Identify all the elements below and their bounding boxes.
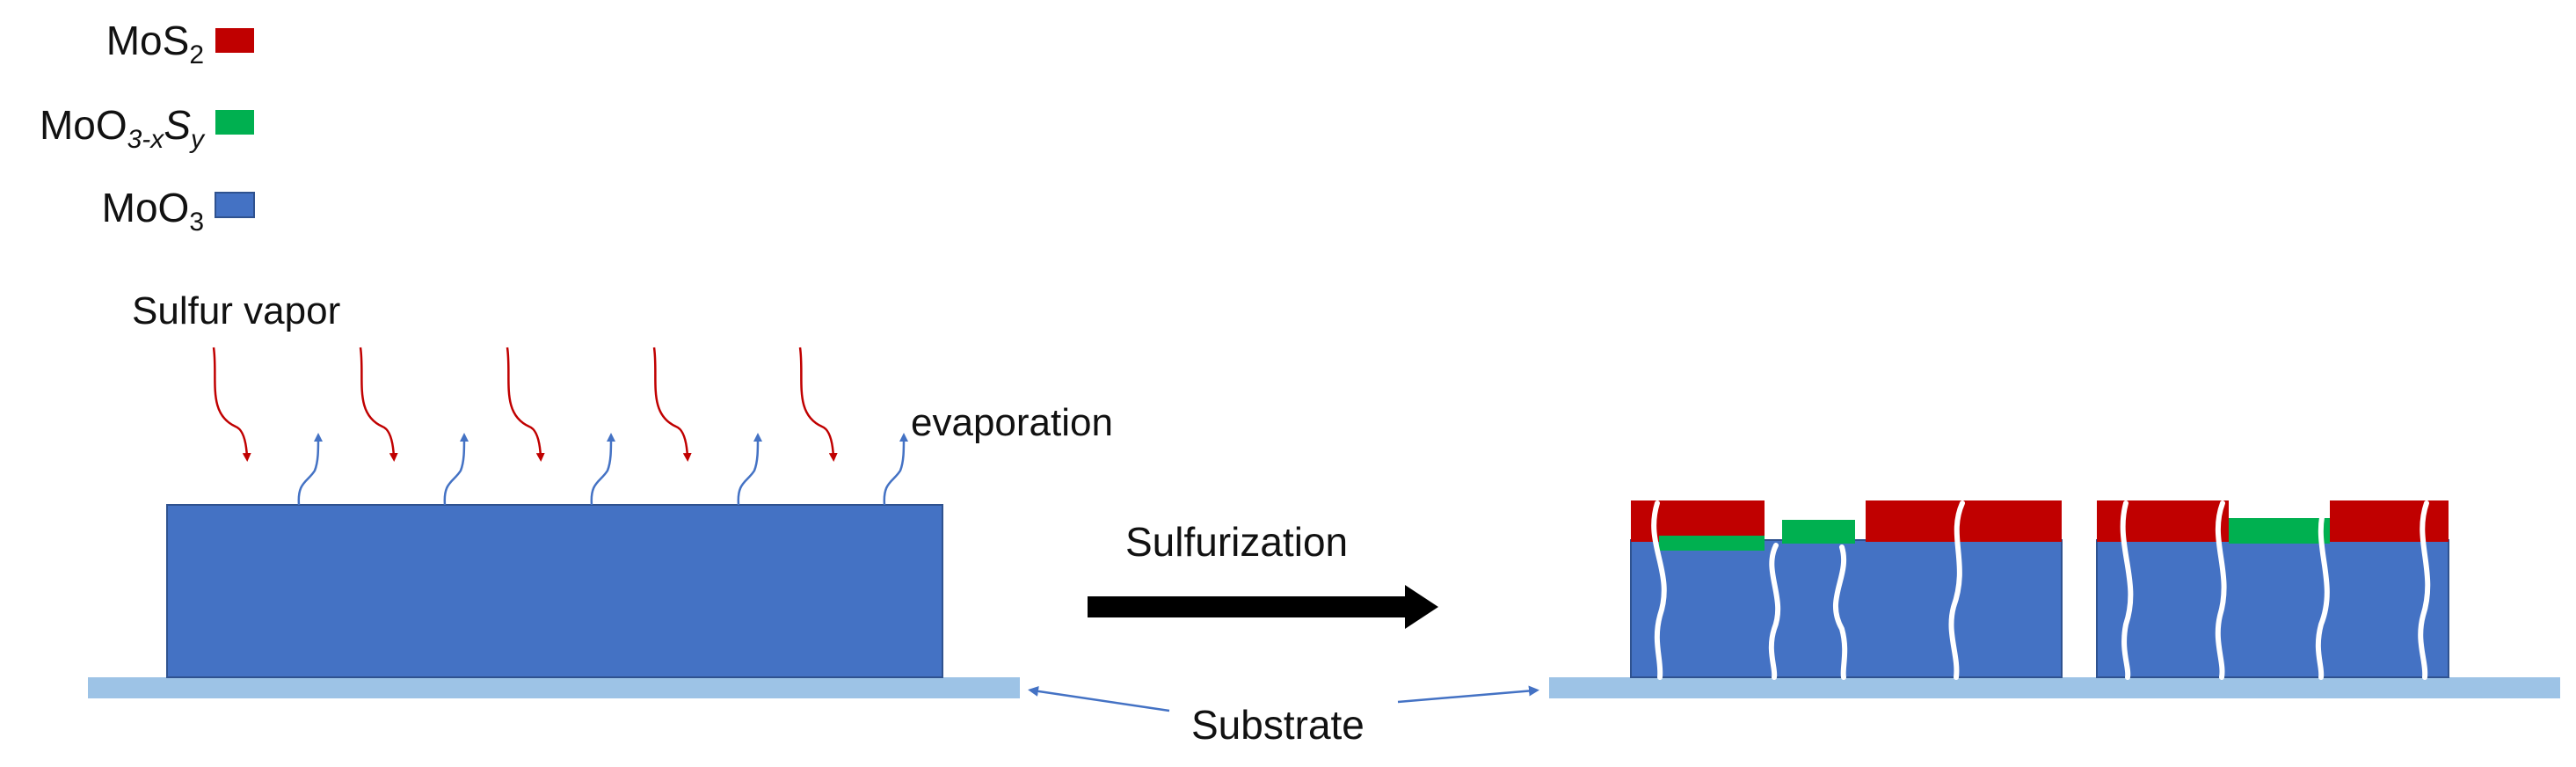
sulfur-arrow	[652, 347, 692, 462]
moo3-x-sy-layer	[2229, 518, 2330, 544]
left-substrate	[88, 677, 1020, 698]
crack-line	[2315, 500, 2330, 680]
crack-lines	[1651, 500, 1965, 680]
evaporation-arrow	[297, 433, 323, 506]
sulfurization-label: Sulfurization	[1125, 519, 1348, 565]
sulfur-vapor-arrows	[212, 347, 838, 462]
crack-lines	[2120, 500, 2431, 680]
right-substrate	[1549, 677, 2560, 698]
evaporation-arrow	[737, 433, 762, 506]
sulfur-arrow	[212, 347, 251, 462]
sulfurization-arrow	[1088, 585, 1438, 629]
mos2-layer	[1631, 500, 1765, 542]
crack-line	[2418, 500, 2431, 680]
evaporation-arrow	[883, 433, 908, 506]
sulfurized-block-2	[2096, 500, 2449, 680]
substrate-pointer-left	[1028, 685, 1170, 712]
evaporation-arrow	[443, 433, 469, 506]
legend-item-moo3: MoO3	[102, 185, 255, 237]
substrate-pointers	[1028, 685, 1539, 712]
substrate-label: Substrate	[1191, 702, 1364, 748]
crack-line	[1768, 543, 1781, 680]
sulfurized-block-1	[1630, 500, 2063, 680]
sulfur-arrow	[798, 347, 838, 462]
legend-item-moo3-x-sy: MoO3-xSy	[40, 102, 254, 154]
substrate-pointer-right	[1397, 685, 1539, 704]
evaporation-label: evaporation	[911, 401, 1113, 444]
legend-label-moo3-x-sy: MoO3-xSy	[40, 102, 206, 154]
sulfurization-arrow-shaft	[1088, 596, 1408, 617]
mos2-layer	[2330, 500, 2449, 542]
evaporation-arrows	[297, 433, 908, 506]
moo3-x-sy-layer	[1782, 520, 1855, 544]
legend-swatch-moo3-x-sy	[215, 110, 254, 135]
crack-line	[1651, 500, 1667, 680]
legend-swatch-moo3	[215, 192, 255, 218]
mos2-layer	[1866, 500, 2062, 542]
evaporation-arrow	[590, 433, 615, 506]
crack-line	[2215, 500, 2227, 680]
legend-label-mos2: MoS2	[106, 18, 204, 69]
left-moo3-film	[166, 504, 943, 678]
legend-swatch-mos2	[215, 28, 254, 53]
legend: MoS2 MoO3-xSy MoO3	[40, 18, 255, 237]
legend-item-mos2: MoS2	[106, 18, 254, 69]
moo3-x-sy-layer	[1659, 536, 1765, 551]
sulfur-vapor-label: Sulfur vapor	[132, 289, 340, 332]
sulfur-arrow	[506, 347, 545, 462]
sulfur-arrow	[359, 347, 398, 462]
crack-line	[2120, 500, 2134, 680]
legend-label-moo3: MoO3	[102, 185, 204, 237]
mos2-layer	[2097, 500, 2229, 542]
moo3-region	[2096, 539, 2449, 678]
crack-line	[1948, 500, 1965, 680]
crack-line	[1832, 544, 1848, 680]
sulfurization-arrow-head	[1405, 585, 1438, 629]
